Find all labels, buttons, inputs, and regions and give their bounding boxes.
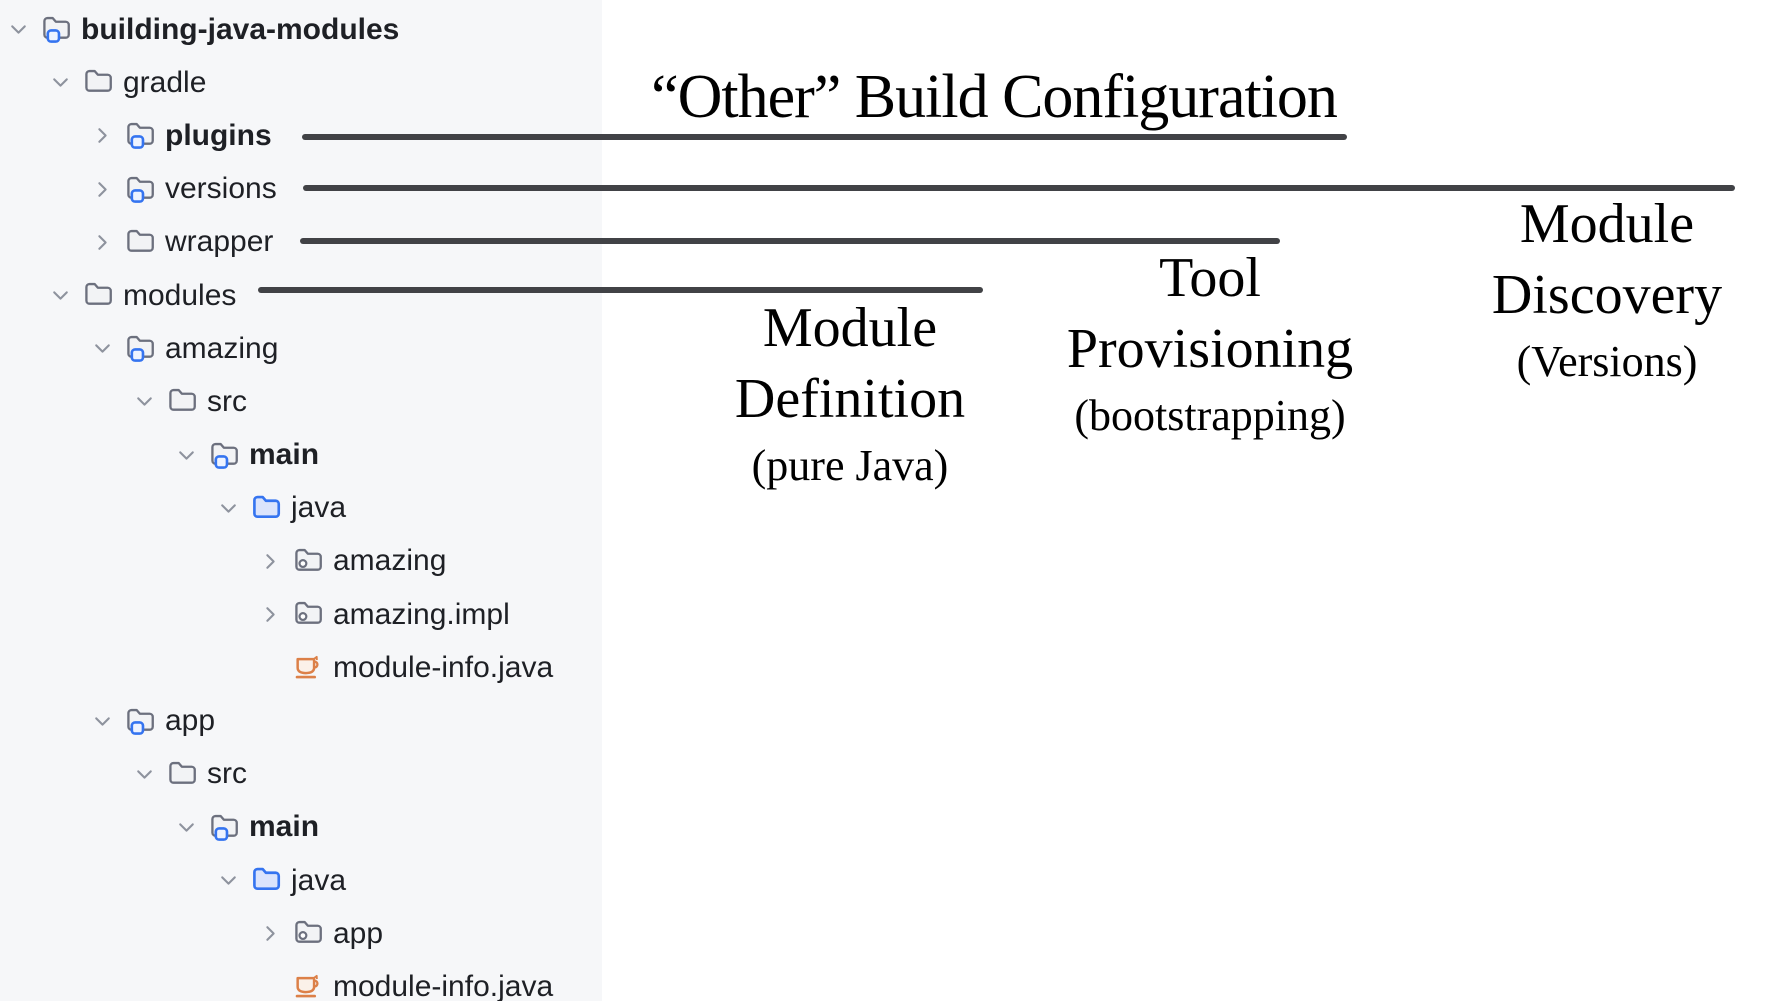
tree-row-module-info-java[interactable]: module-info.java [0, 960, 602, 1001]
chevron-down-icon[interactable] [174, 815, 198, 839]
project-tree: building-java-modules gradle plugins versio… [0, 3, 602, 1001]
chevron-right-icon[interactable] [258, 922, 282, 946]
annotation-subline: (pure Java) [751, 441, 949, 490]
tree-item-label: wrapper [165, 225, 274, 259]
tree-item-label: amazing.impl [333, 597, 510, 631]
tree-item-label: src [207, 757, 247, 791]
tree-item-label: src [207, 384, 247, 418]
project-tree-panel: building-java-modules gradle plugins versio… [0, 0, 602, 1001]
chevron-right-icon[interactable] [90, 124, 114, 148]
chevron-down-icon[interactable] [216, 496, 240, 520]
package-folder-icon [292, 599, 324, 631]
chevron-right-icon[interactable] [258, 549, 282, 573]
module-folder-icon [40, 14, 72, 46]
tree-row-app[interactable]: app [0, 907, 602, 960]
java-file-icon [292, 971, 324, 1001]
chevron-down-icon[interactable] [90, 709, 114, 733]
chevron-down-icon[interactable] [48, 284, 72, 308]
folder-icon [124, 226, 156, 258]
tree-item-label: main [249, 810, 320, 844]
annotation-line: Tool [1159, 247, 1261, 309]
folder-icon [82, 280, 114, 312]
chevron-down-icon[interactable] [90, 337, 114, 361]
chevron-right-icon[interactable] [90, 230, 114, 254]
tree-row-building-java-modules[interactable]: building-java-modules [0, 3, 602, 56]
module-folder-icon [124, 705, 156, 737]
chevron-down-icon[interactable] [174, 443, 198, 467]
tree-item-label: module-info.java [333, 969, 554, 1001]
chevron-down-icon[interactable] [132, 390, 156, 414]
tree-item-label: modules [123, 278, 237, 312]
tree-row-amazing[interactable]: amazing [0, 322, 602, 375]
chevron-down-icon[interactable] [132, 762, 156, 786]
tree-item-label: module-info.java [333, 650, 554, 684]
tree-item-label: java [291, 491, 347, 525]
java-file-icon [292, 652, 324, 684]
source-root-folder-icon [250, 865, 282, 897]
tree-row-amazing-impl[interactable]: amazing.impl [0, 588, 602, 641]
tree-item-label: plugins [165, 118, 272, 152]
chevron-right-icon[interactable] [258, 603, 282, 627]
tree-row-src[interactable]: src [0, 375, 602, 428]
annotation-line: Discovery [1491, 264, 1723, 326]
tree-row-java[interactable]: java [0, 482, 602, 535]
annotation-module-discovery: Module Discovery (Versions) [1492, 189, 1722, 393]
tree-item-label: amazing [333, 544, 447, 578]
module-folder-icon [208, 439, 240, 471]
annotation-line: Module [1519, 193, 1695, 255]
tree-row-src[interactable]: src [0, 748, 602, 801]
tree-row-modules[interactable]: modules [0, 269, 602, 322]
annotation-subline: (Versions) [1516, 337, 1698, 386]
tree-item-label: gradle [123, 65, 207, 99]
tree-item-label: main [249, 438, 320, 472]
annotation-line: Module [762, 297, 938, 359]
chevron-down-icon[interactable] [6, 18, 30, 42]
tree-row-module-info-java[interactable]: module-info.java [0, 641, 602, 694]
tree-item-label: app [333, 916, 384, 950]
annotation-tool-provisioning: Tool Provisioning (bootstrapping) [1067, 243, 1353, 447]
folder-icon [166, 386, 198, 418]
tree-row-main[interactable]: main [0, 429, 602, 482]
source-root-folder-icon [250, 492, 282, 524]
module-folder-icon [208, 811, 240, 843]
tree-row-main[interactable]: main [0, 801, 602, 854]
tree-row-wrapper[interactable]: wrapper [0, 216, 602, 269]
tree-row-app[interactable]: app [0, 694, 602, 747]
tree-row-amazing[interactable]: amazing [0, 535, 602, 588]
folder-icon [82, 67, 114, 99]
chevron-placeholder [258, 975, 282, 999]
tree-row-java[interactable]: java [0, 854, 602, 907]
tree-row-gradle[interactable]: gradle [0, 56, 602, 109]
chevron-placeholder [258, 656, 282, 680]
annotation-line: Provisioning [1066, 318, 1354, 380]
package-folder-icon [292, 545, 324, 577]
connector-line-plugins [302, 134, 1347, 140]
package-folder-icon [292, 918, 324, 950]
annotation-module-definition: Module Definition (pure Java) [735, 293, 965, 497]
connector-line-versions [303, 185, 1735, 191]
tree-item-label: java [291, 863, 347, 897]
annotation-subline: (bootstrapping) [1074, 391, 1346, 440]
chevron-right-icon[interactable] [90, 177, 114, 201]
connector-line-modules [258, 287, 983, 293]
folder-icon [166, 758, 198, 790]
module-folder-icon [124, 333, 156, 365]
chevron-down-icon[interactable] [48, 71, 72, 95]
tree-item-label: app [165, 704, 216, 738]
module-folder-icon [124, 173, 156, 205]
tree-row-versions[interactable]: versions [0, 163, 602, 216]
module-folder-icon [124, 120, 156, 152]
connector-line-wrapper [300, 238, 1280, 244]
chevron-down-icon[interactable] [216, 869, 240, 893]
annotation-title: “Other” Build Configuration [651, 63, 1338, 131]
tree-item-label: building-java-modules [81, 12, 400, 46]
tree-row-plugins[interactable]: plugins [0, 109, 602, 162]
tree-item-label: versions [165, 172, 277, 206]
tree-item-label: amazing [165, 331, 279, 365]
annotation-line: Definition [734, 368, 966, 430]
